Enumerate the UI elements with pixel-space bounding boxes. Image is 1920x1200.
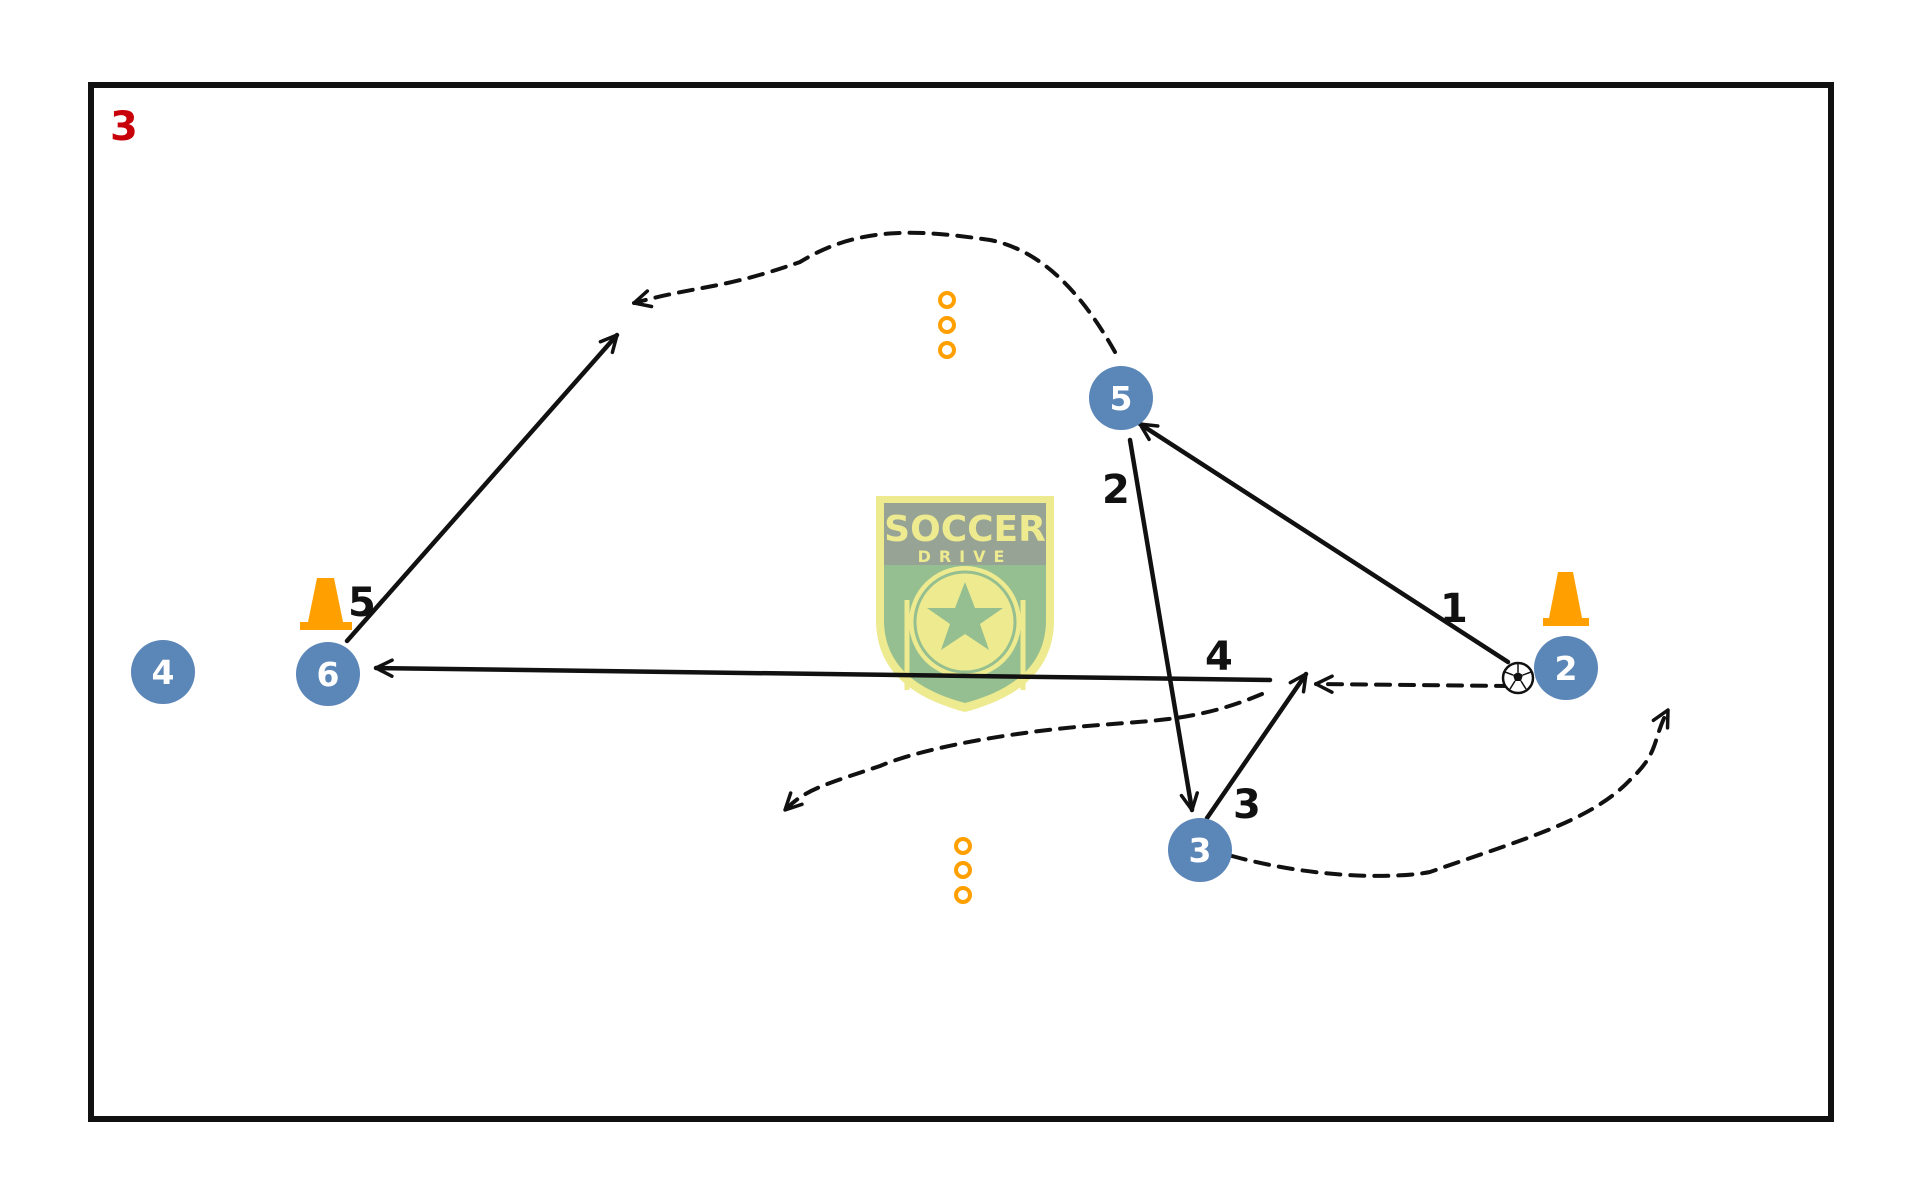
player-4-label: 4 (152, 653, 175, 692)
player-2[interactable]: 2 (1534, 636, 1598, 700)
disc-marker (954, 861, 972, 879)
drill-number: 3 (110, 104, 138, 150)
cone-right (1549, 572, 1582, 618)
step-label-1: 1 (1440, 586, 1468, 632)
step-label-3: 3 (1233, 782, 1261, 828)
disc-marker (938, 316, 956, 334)
disc-markers-bottom (954, 837, 972, 904)
disc-markers-top (938, 291, 956, 359)
step-label-5: 5 (348, 580, 376, 626)
pass-3 (1204, 671, 1309, 821)
logo-line2: DRIVE (918, 547, 1013, 566)
player-6[interactable]: 6 (296, 642, 360, 706)
pass-2 (1127, 437, 1199, 813)
player-2-label: 2 (1555, 649, 1578, 688)
pass-5 (344, 332, 620, 644)
player-5[interactable]: 5 (1089, 366, 1153, 430)
player-3[interactable]: 3 (1168, 818, 1232, 882)
pass-1 (1137, 421, 1511, 665)
step-label-2: 2 (1102, 467, 1130, 513)
run-player-2 (1314, 674, 1512, 694)
soccer-ball-icon (1501, 661, 1535, 695)
player-5-label: 5 (1110, 379, 1133, 418)
step-label-4: 4 (1205, 634, 1233, 680)
cone-right-base (1543, 618, 1589, 626)
player-3-label: 3 (1189, 831, 1212, 870)
disc-marker (938, 341, 956, 359)
pass-4 (373, 658, 1273, 683)
run-player-3-curve (1230, 708, 1670, 878)
player-6-label: 6 (317, 655, 340, 694)
cone-left (308, 578, 343, 622)
disc-marker (954, 837, 972, 855)
cone-left-base (300, 622, 352, 630)
disc-marker (954, 886, 972, 904)
disc-marker (938, 291, 956, 309)
run-player-5 (632, 230, 1117, 354)
logo-line1: SOCCER (884, 509, 1046, 550)
soccer-drive-logo: SOCCER DRIVE (876, 496, 1054, 712)
player-4[interactable]: 4 (131, 640, 195, 704)
passes (344, 332, 1511, 821)
